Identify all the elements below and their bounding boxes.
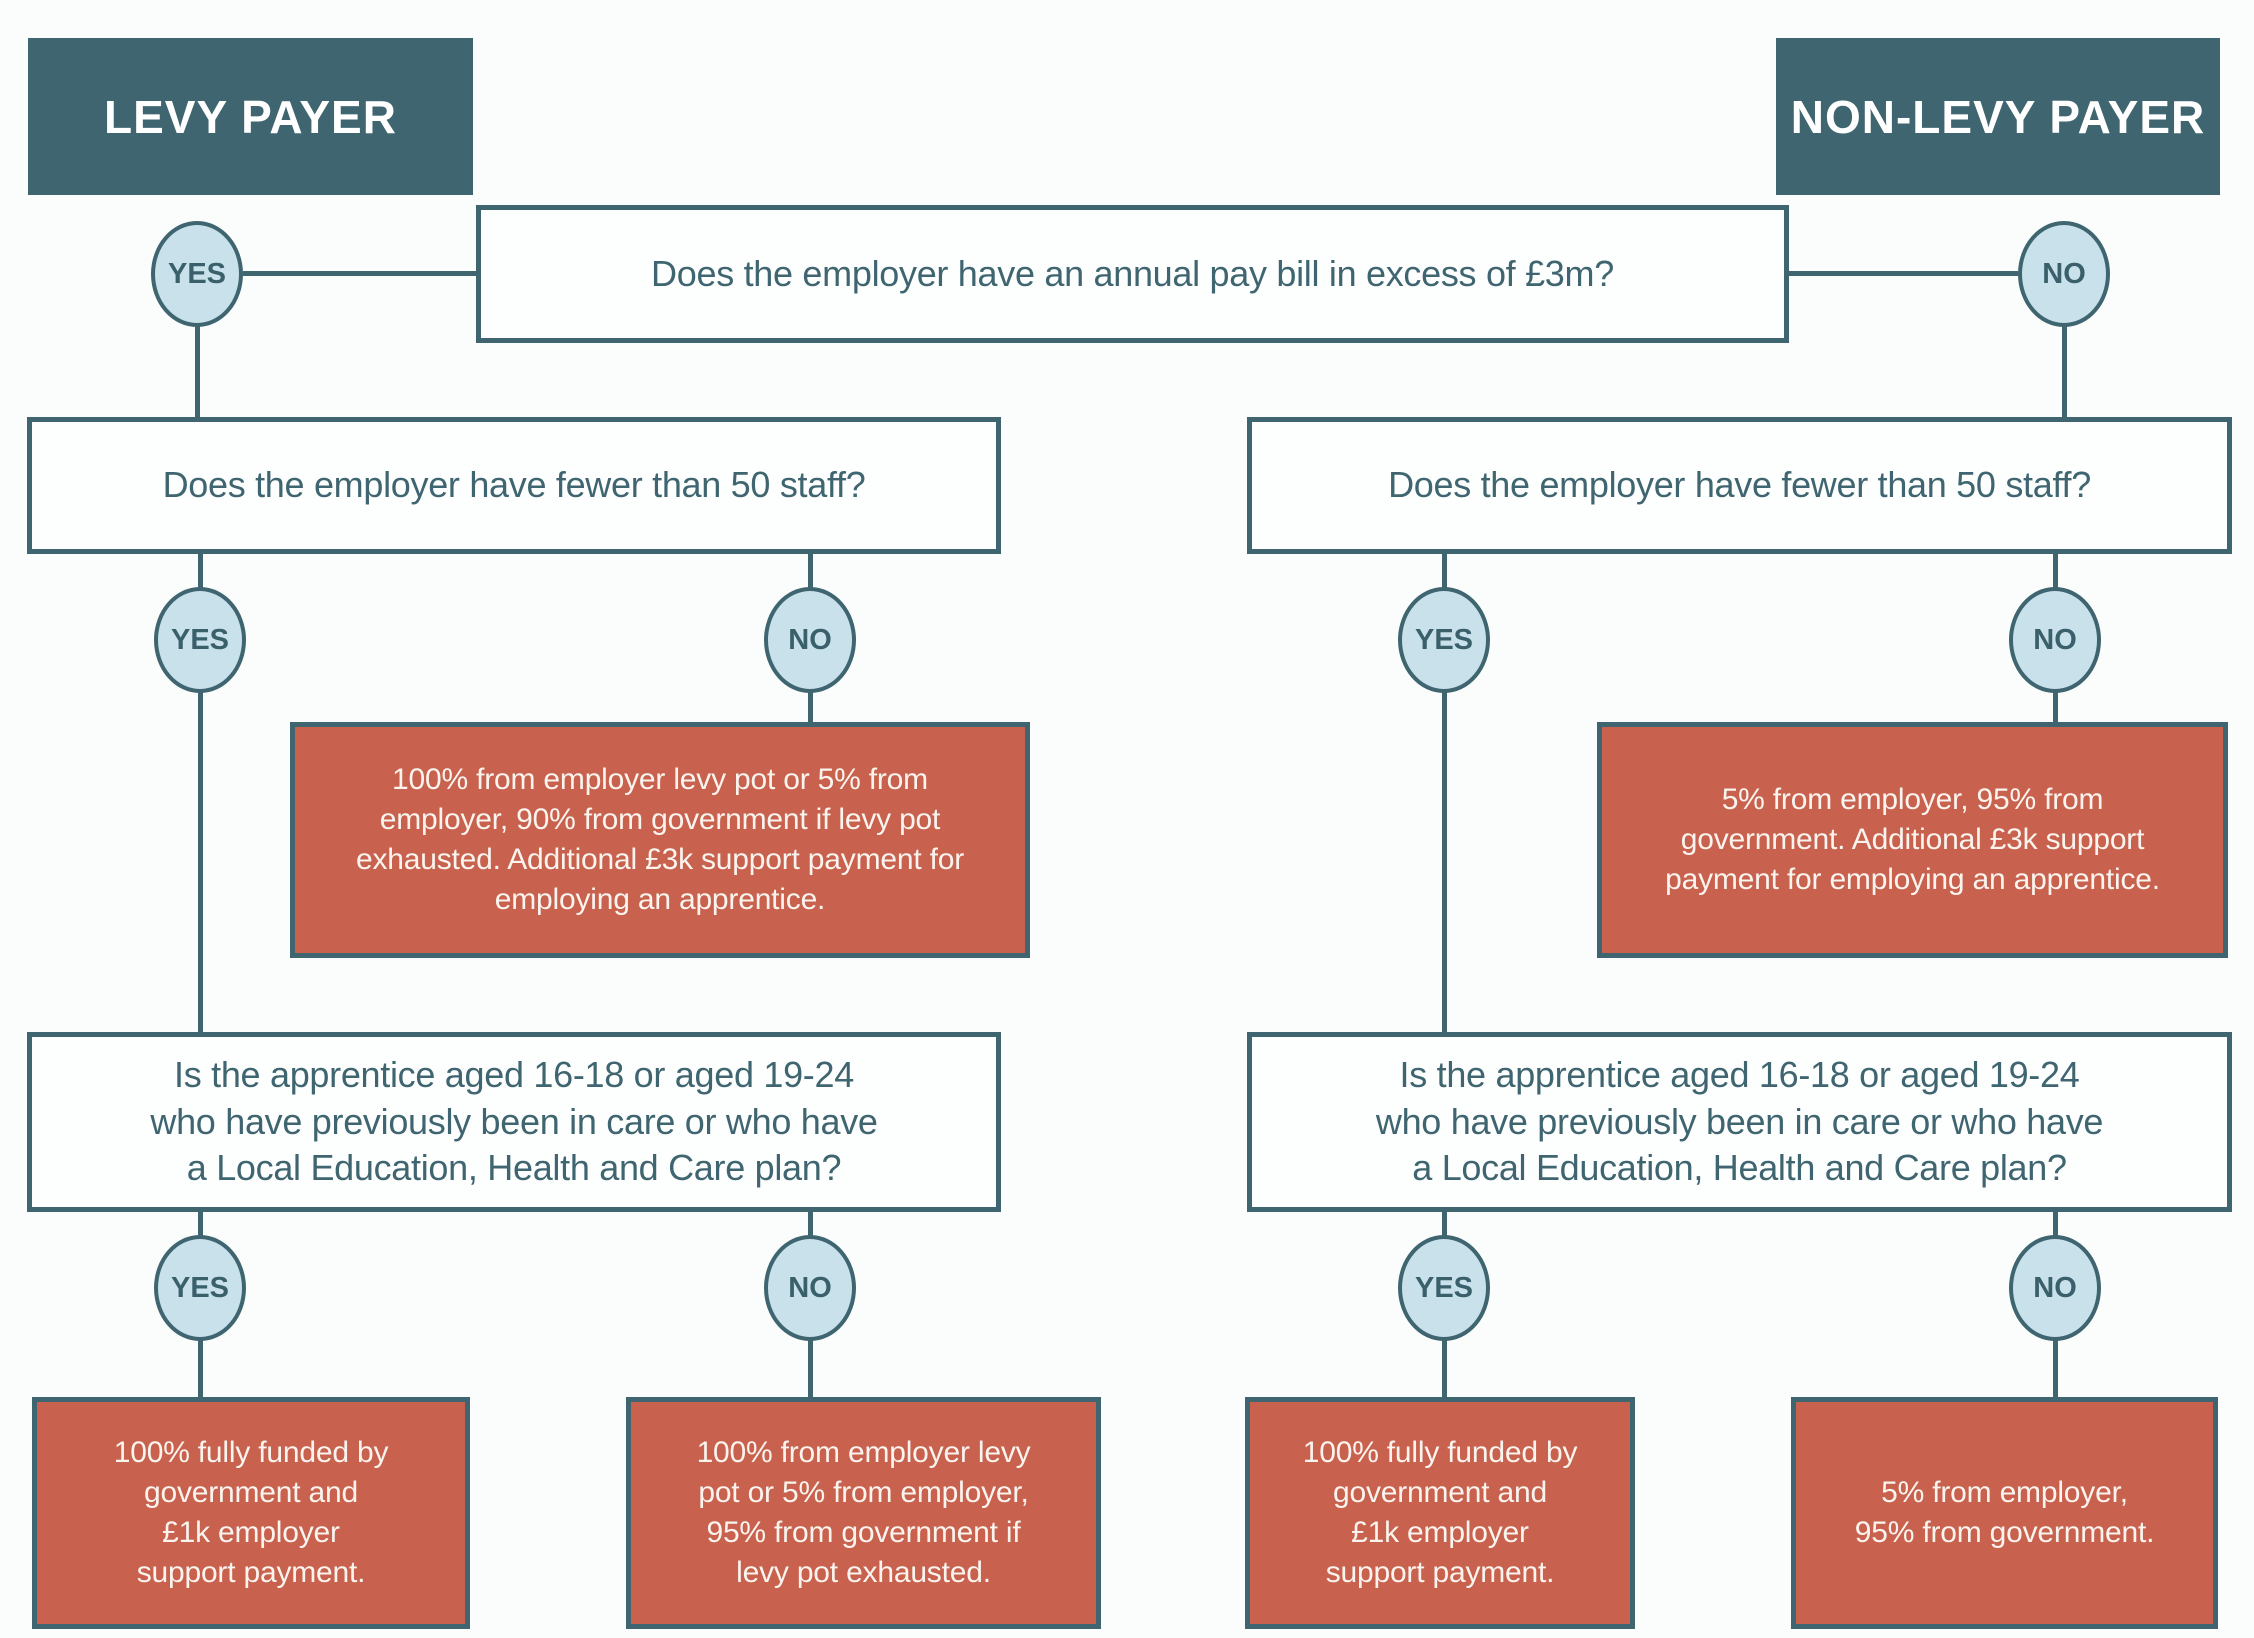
question-age-nonlevy: Is the apprentice aged 16-18 or aged 19-… — [1247, 1032, 2232, 1212]
connector-line — [808, 1340, 813, 1398]
outcome-levy-over50: 100% from employer levy pot or 5% from e… — [290, 722, 1030, 958]
branch-no-circle: NO — [2009, 587, 2101, 693]
connector-line — [1789, 271, 2018, 276]
connector-line — [2062, 326, 2067, 417]
header-levy-payer: LEVY PAYER — [28, 38, 473, 195]
outcome-nonlevy-age-yes: 100% fully funded by government and £1k … — [1245, 1397, 1635, 1629]
connector-line — [808, 1212, 813, 1236]
connector-line — [198, 1340, 203, 1398]
connector-line — [2053, 554, 2058, 588]
branch-no-circle: NO — [2018, 221, 2110, 327]
question-staff-levy: Does the employer have fewer than 50 sta… — [27, 417, 1001, 554]
branch-no-circle: NO — [764, 1235, 856, 1341]
branch-yes-circle: YES — [154, 587, 246, 693]
branch-no-circle: NO — [2009, 1235, 2101, 1341]
branch-yes-circle: YES — [154, 1235, 246, 1341]
connector-line — [1442, 1212, 1447, 1236]
connector-line — [808, 554, 813, 588]
header-non-levy-payer: NON-LEVY PAYER — [1776, 38, 2220, 195]
question-age-levy: Is the apprentice aged 16-18 or aged 19-… — [27, 1032, 1001, 1212]
connector-line — [195, 326, 200, 417]
connector-line — [808, 692, 813, 722]
connector-line — [1442, 692, 1447, 1032]
connector-line — [1442, 1340, 1447, 1398]
outcome-levy-age-yes: 100% fully funded by government and £1k … — [32, 1397, 470, 1629]
branch-no-circle: NO — [764, 587, 856, 693]
connector-line — [2053, 1340, 2058, 1398]
connector-line — [2053, 1212, 2058, 1236]
connector-line — [198, 554, 203, 588]
branch-yes-circle: YES — [151, 221, 243, 327]
connector-line — [243, 271, 476, 276]
branch-yes-circle: YES — [1398, 1235, 1490, 1341]
connector-line — [1442, 554, 1447, 588]
connector-line — [198, 1212, 203, 1236]
branch-yes-circle: YES — [1398, 587, 1490, 693]
outcome-nonlevy-over50: 5% from employer, 95% from government. A… — [1597, 722, 2228, 958]
outcome-levy-age-no: 100% from employer levy pot or 5% from e… — [626, 1397, 1101, 1629]
connector-line — [2053, 692, 2058, 722]
question-staff-nonlevy: Does the employer have fewer than 50 sta… — [1247, 417, 2232, 554]
outcome-nonlevy-age-no: 5% from employer, 95% from government. — [1791, 1397, 2218, 1629]
question-pay-bill: Does the employer have an annual pay bil… — [476, 205, 1789, 343]
connector-line — [198, 692, 203, 1032]
